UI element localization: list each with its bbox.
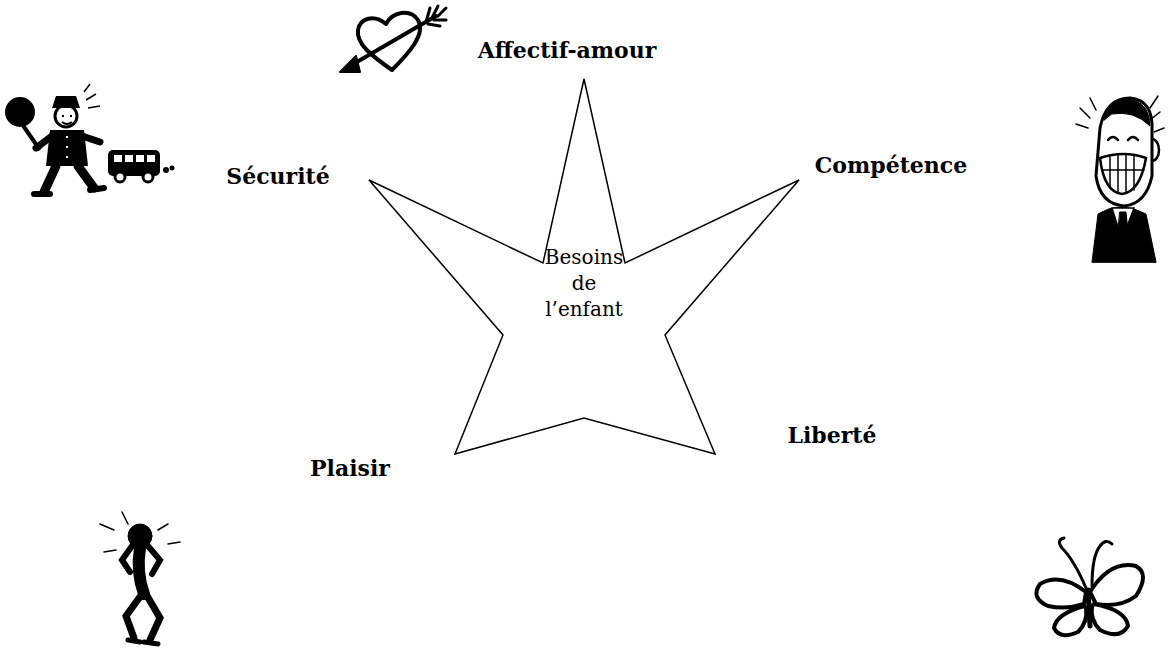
star-shape: Besoins de l’enfant	[368, 78, 800, 455]
man-head	[1096, 98, 1152, 206]
butterfly-body	[1088, 590, 1090, 626]
police-head	[55, 105, 77, 127]
grinning-man-icon	[1076, 96, 1164, 262]
man-suit	[1092, 207, 1156, 262]
butterfly-icon	[1036, 538, 1143, 635]
arrow-shaft	[350, 16, 436, 66]
need-label: Liberté	[788, 422, 877, 448]
exhaust-puff	[163, 167, 169, 173]
bus-wheel	[143, 172, 153, 182]
dancer-body	[139, 548, 144, 594]
police-arm	[36, 136, 52, 148]
butterfly-upper-wing	[1036, 580, 1086, 608]
exhaust-puff	[170, 166, 175, 171]
man-eyes	[1108, 137, 1138, 140]
bus-window	[125, 155, 133, 162]
star-polygon	[369, 79, 799, 454]
need-label: Compétence	[815, 152, 967, 178]
man-teeth	[1102, 155, 1144, 193]
need-label: Affectif-amour	[478, 37, 657, 63]
need-label: Plaisir	[310, 455, 390, 481]
arrow-feathers	[426, 6, 446, 26]
stop-sign	[5, 97, 35, 127]
heart-arrow-icon	[340, 6, 446, 72]
butterfly-lower-wing	[1054, 606, 1086, 635]
dancing-figure-icon	[100, 512, 180, 644]
police-cap	[52, 96, 80, 108]
police-legs	[44, 166, 94, 192]
man-grin	[1100, 154, 1146, 194]
police-arm	[82, 136, 100, 142]
bus-window	[114, 155, 122, 162]
man-tie	[1118, 212, 1128, 238]
bus-wheel	[115, 172, 125, 182]
dancer-feet	[128, 640, 158, 644]
police-feet	[34, 188, 104, 194]
police-buttons	[66, 136, 68, 158]
butterfly-lower-wing	[1092, 604, 1128, 634]
policeman-icon	[5, 84, 175, 194]
arrow-head	[340, 56, 360, 72]
need-label: Sécurité	[226, 163, 329, 189]
dancer-legs	[126, 594, 160, 640]
police-face	[62, 116, 72, 124]
node-text: Besoins de l’enfant	[545, 244, 623, 322]
butterfly-upper-wing	[1090, 565, 1143, 605]
man-hair	[1104, 99, 1150, 126]
man-shirt	[1112, 208, 1134, 240]
bus-window	[136, 155, 144, 162]
bus-window	[147, 155, 155, 162]
whistle-lines	[84, 84, 100, 108]
